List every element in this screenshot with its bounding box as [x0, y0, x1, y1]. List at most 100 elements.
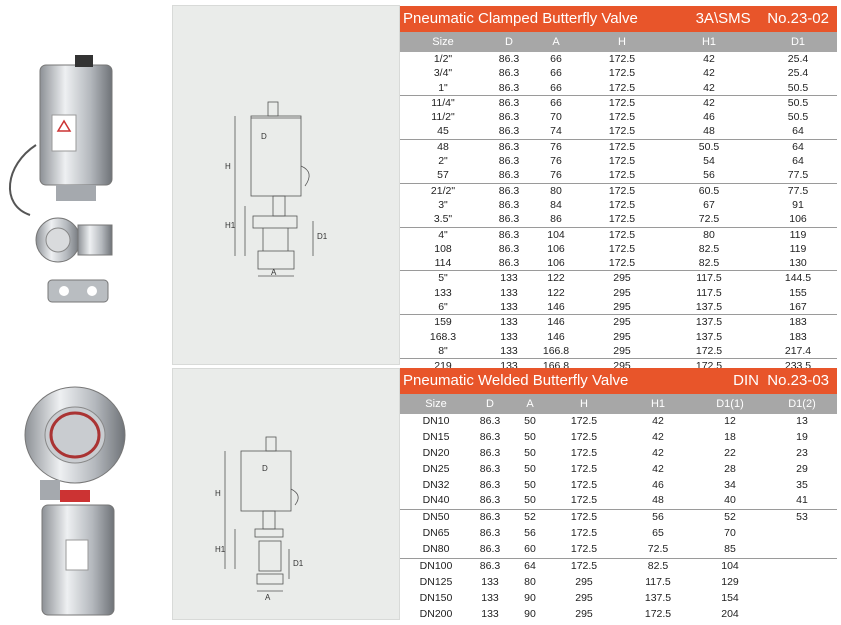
table-cell: 13: [796, 415, 808, 427]
table-cell: 122: [547, 286, 565, 299]
column-header: H: [618, 36, 626, 48]
table-cell: 48: [703, 125, 715, 138]
table-cell: 25.4: [787, 67, 809, 80]
table-cell: 46: [652, 478, 664, 491]
table-cell: 108: [434, 242, 452, 255]
table-cell: DN200: [419, 607, 453, 620]
table-cell: 166.8: [542, 344, 570, 357]
table-cell: 72.5: [698, 213, 720, 226]
clamped-valve-photo: [0, 55, 130, 310]
table-cell: 172.5: [608, 242, 636, 255]
table-cell: 84: [550, 198, 562, 211]
table-cell: 67: [703, 198, 715, 211]
label-d-2: D: [262, 464, 268, 473]
table-cell: 137.5: [695, 316, 723, 329]
table-cell: 104: [721, 560, 739, 573]
table-cell: DN25: [422, 462, 450, 475]
table-cell: 21/2": [430, 184, 456, 197]
table-cell: 119: [789, 228, 807, 241]
table-cell: 86.3: [479, 527, 501, 540]
table-cell: 65: [652, 527, 664, 540]
table-cell: 86.3: [498, 53, 520, 65]
table-cell: DN15: [422, 430, 450, 443]
table-cell: DN10: [422, 415, 450, 427]
table-cell: 76: [550, 140, 562, 153]
table-cell: 167: [789, 301, 807, 314]
table-cell: 64: [792, 140, 804, 153]
table-cell: 295: [613, 272, 631, 285]
table-cell: 146: [547, 316, 565, 329]
table-cell: 172.5: [608, 155, 636, 168]
table-cell: 133: [481, 607, 499, 620]
table-cell: 172.5: [608, 125, 636, 138]
table-cell: 86.3: [479, 478, 501, 491]
table-cell: DN20: [422, 446, 450, 459]
table-cell: 295: [575, 591, 593, 604]
table-cell: 50: [524, 494, 536, 507]
table-cell: 11/4": [431, 96, 455, 109]
table-cell: 64: [792, 155, 804, 168]
table-cell: 117.5: [696, 272, 722, 285]
column-header: H1: [650, 398, 666, 410]
table-cell: 50: [524, 430, 536, 443]
table-cell: 86.3: [498, 184, 520, 197]
table2-standard: DIN No.23-03: [733, 372, 829, 389]
table-cell: 48: [437, 140, 449, 153]
table-cell: 183: [789, 330, 807, 343]
table-cell: 72.5: [647, 543, 669, 556]
table-cell: 2": [438, 155, 448, 168]
welded-valve-photo: [0, 380, 130, 620]
table-cell: 204: [721, 607, 739, 620]
table-cell: 86.3: [479, 511, 501, 524]
table2-title-bar: Pneumatic Welded Butterfly Valve DIN No.…: [400, 368, 837, 394]
table-cell: 82.5: [698, 257, 720, 270]
table-cell: 80: [524, 575, 536, 588]
table-cell: 86.3: [498, 125, 520, 138]
table-cell: 11/2": [431, 111, 455, 124]
table-cell: 117.5: [645, 575, 671, 588]
table-cell: 133: [481, 591, 499, 604]
table-cell: 172.5: [570, 478, 598, 491]
table-cell: 172.5: [608, 81, 636, 94]
table-cell: 172.5: [608, 169, 636, 182]
column-header: D: [505, 36, 513, 48]
table-cell: 66: [550, 96, 562, 109]
table-cell: 86.3: [498, 198, 520, 211]
label-h1-2: H1: [215, 545, 226, 554]
table-cell: 133: [500, 272, 518, 285]
table-cell: 76: [550, 169, 562, 182]
table-cell: 50: [524, 415, 536, 427]
table-cell: 217.4: [784, 344, 812, 357]
table-cell: 34: [724, 478, 736, 491]
table-cell: 129: [721, 575, 739, 588]
table-cell: 86.3: [479, 462, 501, 475]
table-cell: 86.3: [479, 430, 501, 443]
table-cell: 86.3: [498, 169, 520, 182]
table-cell: 56: [652, 511, 664, 524]
table-cell: 19: [796, 430, 808, 443]
column-header: D1(2): [788, 398, 816, 410]
table-cell: 86.3: [498, 257, 520, 270]
table-cell: 82.5: [698, 242, 720, 255]
table-cell: 66: [550, 67, 562, 80]
table1-title: Pneumatic Clamped Butterfly Valve: [403, 10, 638, 27]
table-cell: 154: [721, 591, 739, 604]
table-cell: 172.5: [608, 53, 636, 65]
table-cell: 295: [613, 330, 631, 343]
table-cell: 66: [550, 81, 562, 94]
